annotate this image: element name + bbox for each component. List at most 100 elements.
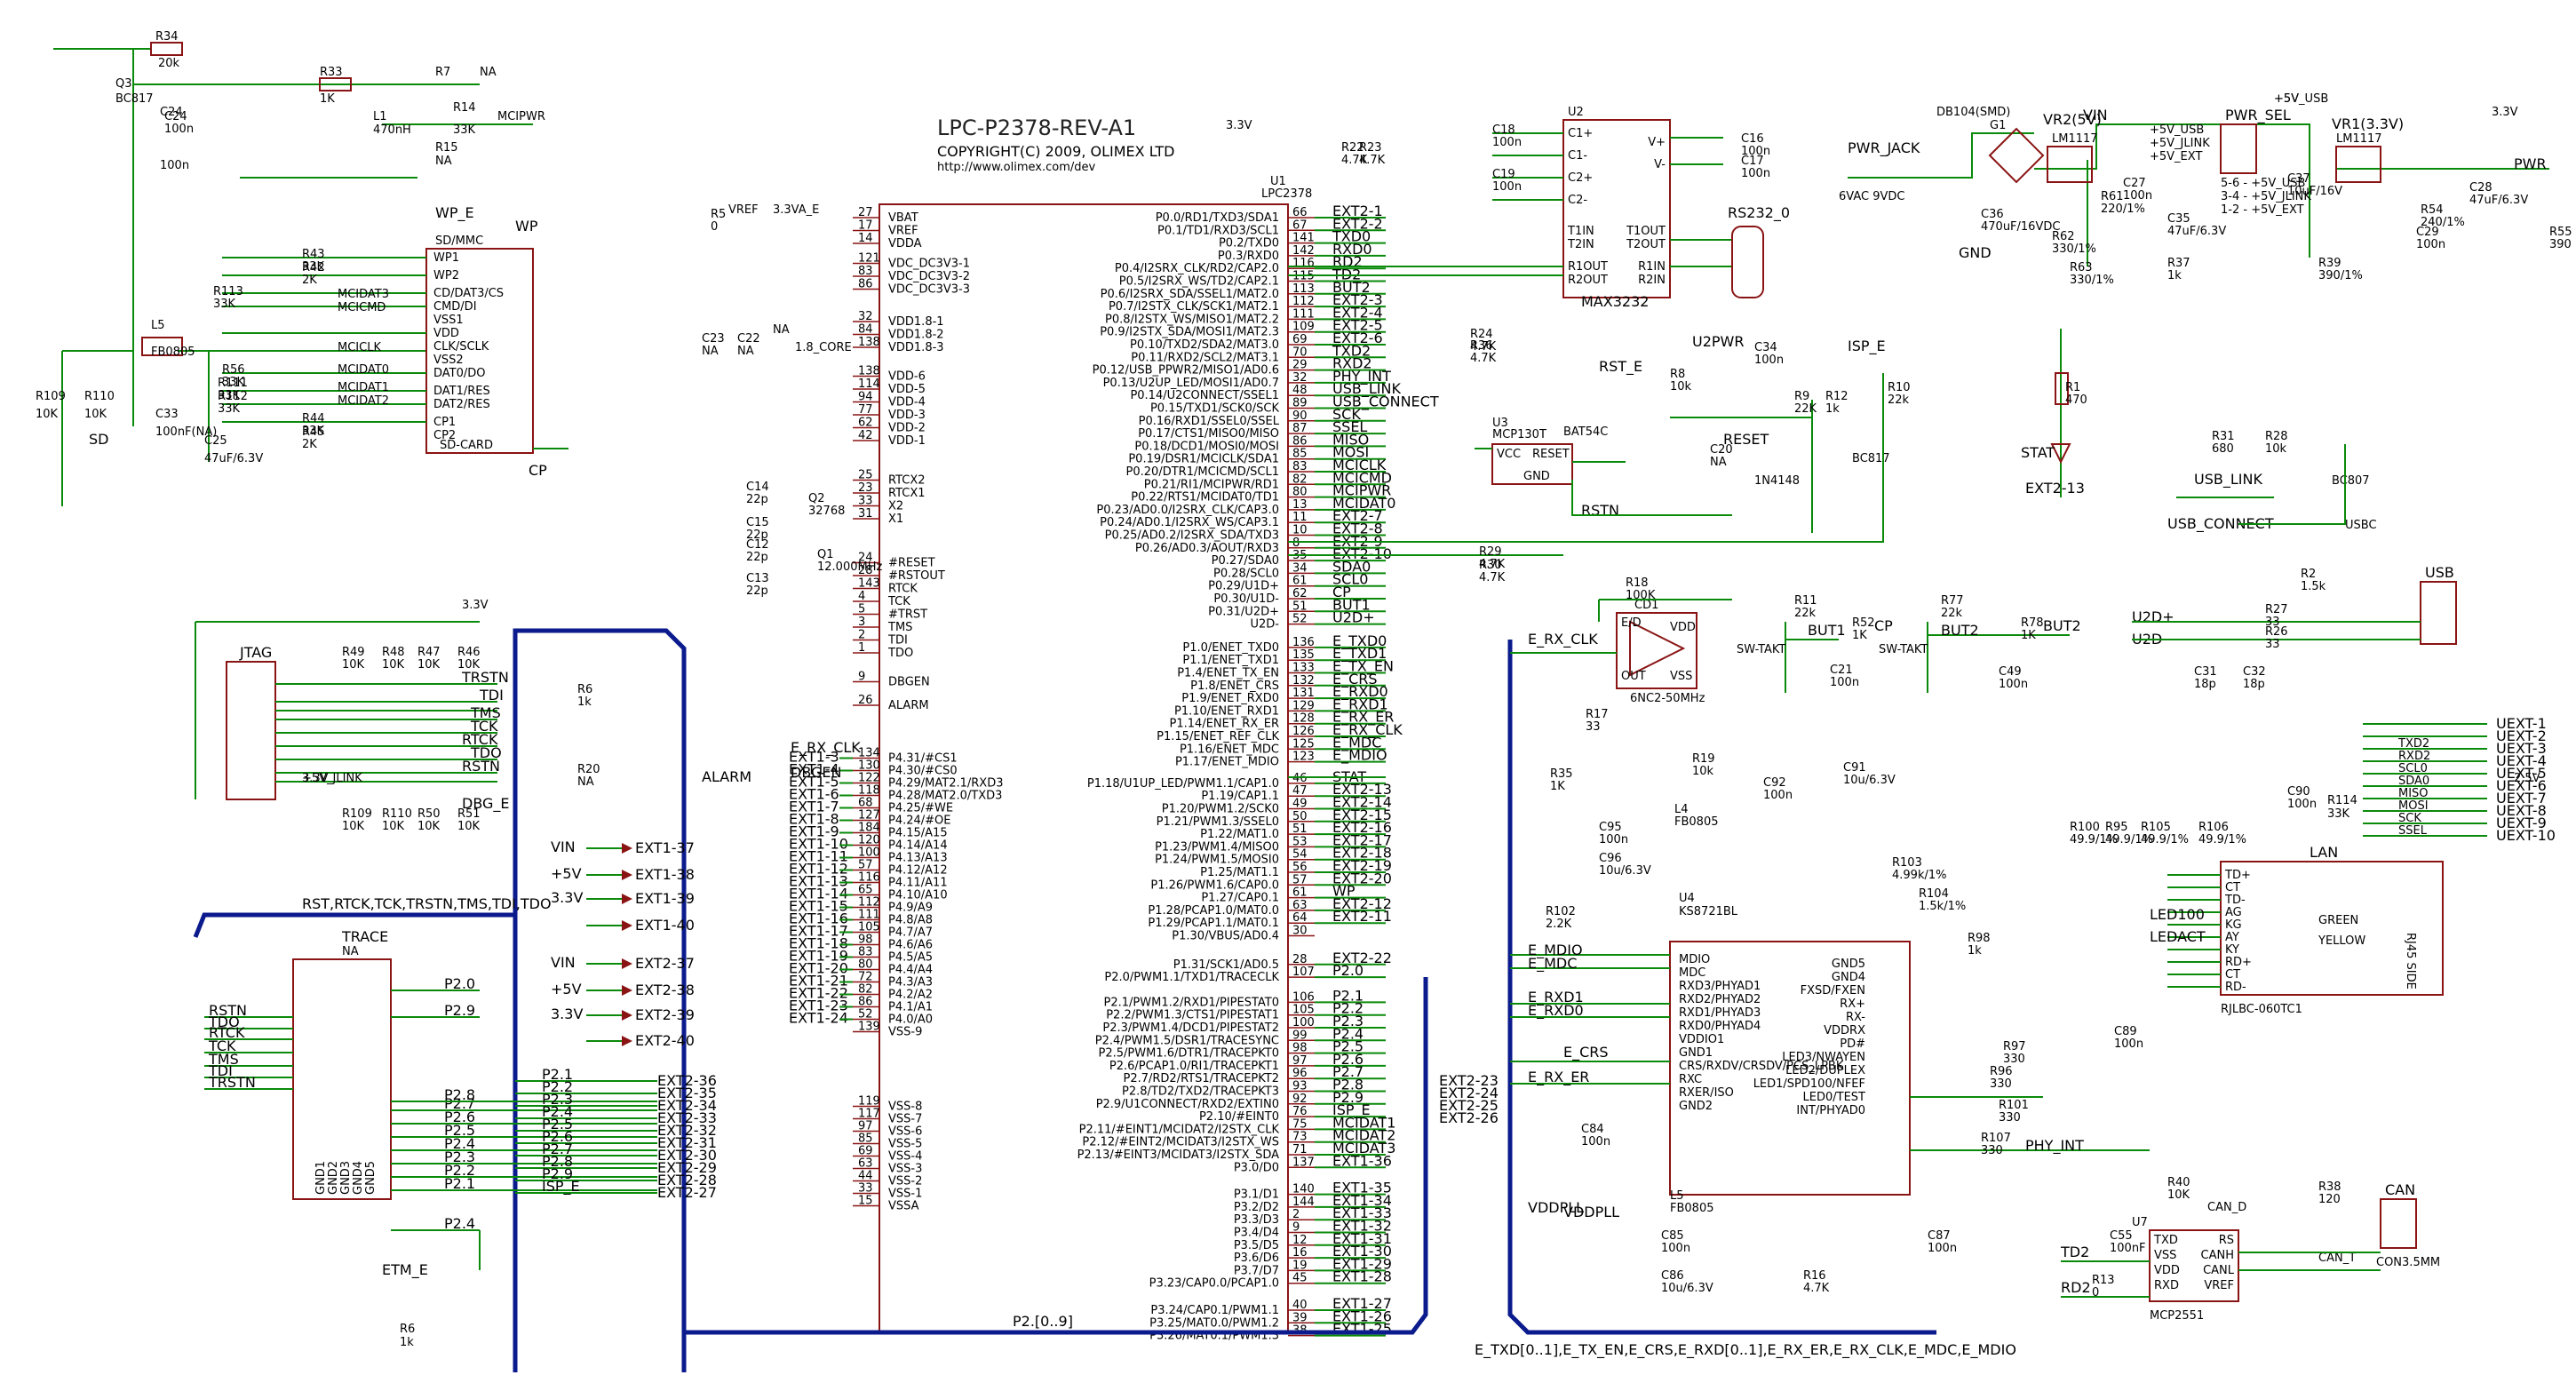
lan-pin: RD-: [2225, 981, 2246, 994]
component-value: 100n: [1763, 789, 1793, 802]
mcu-pin-number: 16: [1292, 1246, 1308, 1260]
ext1-net-label: EXT1-14: [789, 886, 848, 902]
dbg-e-label: DBG_E: [462, 795, 510, 813]
component-value: 10k: [1692, 765, 1714, 778]
svg-text:R110: R110: [84, 390, 115, 403]
svg-text:VDD: VDD: [1670, 621, 1696, 634]
mcu-net-label: MCIPWR: [1332, 482, 1391, 499]
ext-supply-label: +5V: [551, 865, 582, 882]
mcu-net-label: EXT1-35: [1332, 1180, 1392, 1196]
component-value: 33: [2265, 638, 2280, 651]
mcu-pin-name: VDD1.8-3: [888, 341, 944, 354]
mcu-pin-name: P3.23/CAP0.0/PCAP1.0: [1149, 1277, 1279, 1291]
component-value: 47uF/6.3V: [2469, 194, 2528, 207]
enet-bus-line: [1507, 640, 1936, 1335]
sd-pin-name: VSS1: [433, 314, 464, 327]
trace-right-net: P2.4: [444, 1215, 475, 1232]
mcu-pin-name: P0.1/TD1/RXD3/SCL1: [1157, 224, 1279, 237]
trace-left-net: TDO: [208, 1013, 240, 1030]
p2-bus-line: [684, 995, 1428, 1335]
mcu-pin-name: P0.20/DTR1/MCICMD/SCL1: [1126, 465, 1279, 479]
jlink-label: +5V_JLINK: [302, 772, 362, 785]
ext1-net-label: EXT1-18: [789, 935, 848, 952]
svg-text:C25: C25: [204, 434, 227, 448]
trace-gnd-pin: GND1: [314, 1161, 328, 1195]
mcu-pin-name: P1.21/PWM1.3/SSEL0: [1157, 815, 1279, 829]
mcu-pin-name: P4.10/A10: [888, 889, 948, 902]
component-value: 100n: [2287, 798, 2317, 811]
mcu-pin-name: P4.12/A12: [888, 864, 948, 878]
component-value: 33: [2265, 616, 2280, 629]
component-value: 1k: [577, 695, 592, 709]
component-ref: C18: [1492, 123, 1515, 137]
mcu-pin-name: ALARM: [888, 699, 929, 712]
sd-pin-name: CP2: [433, 429, 456, 442]
component-ref: C12: [746, 538, 769, 552]
component-value: 49.9/1%: [2141, 833, 2189, 846]
mcu-pin-number: 83: [858, 265, 873, 278]
component-ref: R62: [2052, 230, 2075, 243]
component-value: 10k: [1670, 380, 1692, 393]
component-value: 10K: [417, 658, 441, 672]
mcu-net-label: EXT2-16: [1332, 819, 1392, 836]
sheet-title: LPC-P2378-REV-A1: [937, 115, 1136, 140]
mcu-net-label: EXT2-14: [1332, 794, 1392, 811]
ext-supply-label: 3.3V: [551, 889, 583, 906]
mcu-pin-number: 105: [1292, 1004, 1315, 1017]
mcu-pin-number: 69: [858, 1145, 873, 1158]
component-value: 49.9/1%: [2105, 833, 2153, 846]
mcu-pin-number: 120: [858, 834, 880, 847]
ext-net-label: EXT2-40: [635, 1032, 695, 1049]
mcu-pin-name: VDD1.8-1: [888, 315, 944, 329]
component-value: 100n: [2114, 1037, 2143, 1051]
mcu-pin-name: P2.7/RD2/RTS1/TRACEPKT2: [1124, 1072, 1280, 1085]
mcu-pin-name: P3.0/D0: [1234, 1161, 1279, 1174]
mcu-pin-name: P0.27/SDA0: [1212, 554, 1279, 568]
component-ref: C29: [2416, 226, 2439, 239]
mcu-pin-number: 100: [858, 846, 880, 860]
svg-text:R109: R109: [36, 390, 66, 403]
mcu-pin-name: P4.13/A13: [888, 852, 948, 865]
svg-text:PWR: PWR: [2514, 155, 2547, 172]
mcu-pin-number: 128: [1292, 712, 1315, 726]
jtag-bus-branch: [193, 912, 515, 938]
mcu-pin-number: 26: [858, 694, 873, 707]
mcu-pin-name: P0.19/DSR1/MCICLK/SDA1: [1128, 453, 1279, 466]
mcu-pin-number: 52: [1292, 613, 1308, 626]
mcu-net-label: E_RX_ER: [1332, 709, 1394, 727]
svg-text:+5V: +5V: [2274, 92, 2299, 106]
uext-net: SCL0: [2398, 762, 2428, 775]
mcu-pin-name: VDDA: [888, 237, 922, 250]
svg-text:U3: U3: [1492, 417, 1508, 430]
mcu-net-label: MOSI: [1332, 444, 1369, 461]
component-ref: R44: [302, 412, 325, 425]
mcu-net-label: EXT2-6: [1332, 330, 1383, 346]
component-value: 100n: [1830, 676, 1859, 689]
user-buttons: BUT1 SW-TAKT BUT2 SW-TAKT CP BUT2: [1737, 617, 2081, 693]
ext1-net-label: EXT1-12: [789, 861, 848, 878]
trace-gnd-pin: GND2: [327, 1161, 340, 1195]
sd-pin-name: DAT0/DO: [433, 367, 486, 380]
svg-text:LM1117: LM1117: [2052, 132, 2098, 146]
svg-text:BUT1: BUT1: [1808, 622, 1846, 639]
trace-gnd-pin: GND5: [364, 1161, 378, 1195]
mcu-pin-name: VREF: [888, 225, 918, 238]
mcu-pin-name: P1.17/ENET_MDIO: [1175, 756, 1279, 769]
mcu-pin-number: 5: [858, 603, 865, 616]
usb5v-label: +5V_USB: [2274, 92, 2328, 106]
mcu-pin-number: 144: [1292, 1196, 1315, 1209]
ext-net-label: EXT1-38: [635, 866, 695, 883]
component-value: 100n: [164, 123, 194, 136]
mcu-net-label: PHY_INT: [1332, 368, 1391, 385]
mcu-pin-number: 141: [1292, 232, 1315, 245]
mcu-pin-number: 98: [1292, 1042, 1308, 1055]
mcu-pin-name: P4.24/#OE: [888, 815, 951, 828]
svg-text:BC817: BC817: [115, 92, 154, 106]
component-ref: R31: [2212, 430, 2235, 443]
max-pin: T1IN: [1567, 225, 1594, 238]
mcu-net-label: U2D+: [1332, 609, 1375, 626]
component-value: 10K: [457, 658, 481, 672]
ext-arrow-icon: [622, 985, 632, 996]
phy-pin: MDC: [1679, 966, 1705, 980]
